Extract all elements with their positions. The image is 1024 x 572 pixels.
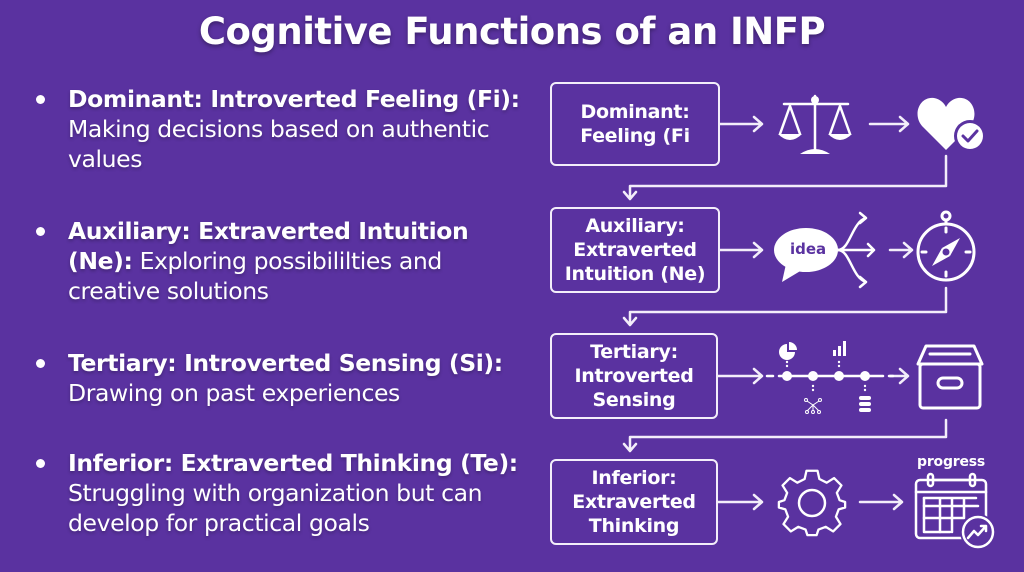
box-line: Tertiary:: [590, 341, 678, 363]
gear-icon: [777, 469, 847, 537]
bullet-dot-icon: [36, 459, 45, 468]
bullet-dot-icon: [36, 359, 45, 368]
box-line: Intuition (Ne): [564, 263, 706, 285]
idea-speech-bubble-icon: [774, 211, 876, 289]
bullet-description: Drawing on past experiences: [68, 379, 400, 407]
bullet-dot-icon: [36, 95, 45, 104]
box-line: Inferior:: [591, 467, 677, 489]
heart-check-icon: [917, 97, 986, 152]
bullet-description: Struggling with organization but can dev…: [68, 479, 483, 537]
bullet-description: Making decisions based on authentic valu…: [68, 115, 490, 173]
bullet-label: Dominant: Introverted Feeling (Fi):: [68, 85, 520, 113]
box-line: Feeling (Fi: [580, 125, 690, 147]
box-line: Introverted: [574, 365, 694, 387]
scales-icon: [778, 94, 852, 154]
box-line: Thinking: [588, 515, 680, 537]
box-line: Dominant:: [580, 101, 690, 123]
compass-icon: [916, 210, 976, 282]
bullet-label: Auxiliary: Extraverted Intuition (Ne):: [68, 217, 469, 275]
timeline-data-icon: [765, 341, 895, 414]
calendar-progress-icon: [914, 472, 996, 550]
page-title: Cognitive Functions of an INFP: [198, 10, 826, 53]
bullet-description: Exploring possibililties and creative so…: [68, 247, 442, 305]
box-line: Extraverted: [573, 239, 697, 261]
bullet-label: Inferior: Extraverted Thinking (Te):: [68, 449, 518, 477]
archive-box-icon: [916, 344, 984, 410]
bullet-dominant: Dominant: Introverted Feeling (Fi): Maki…: [36, 84, 526, 174]
progress-label: progress: [917, 454, 986, 470]
box-line: Sensing: [592, 389, 676, 411]
bullet-dot-icon: [36, 227, 45, 236]
idea-label: idea: [790, 240, 827, 258]
bullet-auxiliary: Auxiliary: Extraverted Intuition (Ne): E…: [36, 216, 526, 306]
bullet-label: Tertiary: Introverted Sensing (Si):: [68, 349, 503, 377]
box-line: Auxiliary:: [585, 215, 685, 237]
box-line: Extraverted: [572, 491, 696, 513]
bullet-inferior: Inferior: Extraverted Thinking (Te): Str…: [36, 448, 526, 538]
bullet-tertiary: Tertiary: Introverted Sensing (Si): Draw…: [36, 348, 526, 408]
